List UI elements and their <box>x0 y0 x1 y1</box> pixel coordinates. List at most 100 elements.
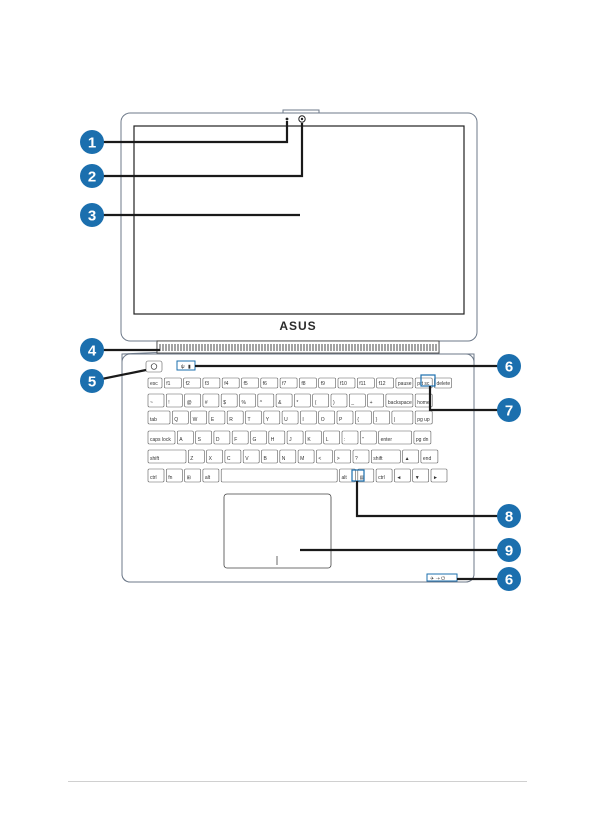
key-row6-7[interactable]: ctrl <box>376 469 392 482</box>
key-label: C <box>227 456 231 462</box>
key-row5-5[interactable]: B <box>262 450 278 463</box>
key-row4-9[interactable]: L <box>324 431 340 444</box>
key-row2-3[interactable]: # <box>203 394 219 407</box>
key-row3-6[interactable]: Y <box>264 411 280 424</box>
touchpad[interactable] <box>224 494 331 568</box>
key-row2-0[interactable]: ~ <box>148 394 164 407</box>
key-row2-11[interactable]: _ <box>349 394 365 407</box>
key-row4-8[interactable]: K <box>305 431 321 444</box>
key-row5-6[interactable]: N <box>280 450 296 463</box>
key-row3-13[interactable]: | <box>392 411 413 424</box>
key-row6-9[interactable]: ▼ <box>413 469 429 482</box>
key-row4-11[interactable]: " <box>360 431 376 444</box>
key-row3-8[interactable]: I <box>300 411 316 424</box>
key-row4-7[interactable]: J <box>287 431 303 444</box>
key-row1-13[interactable]: pause <box>396 378 413 388</box>
key-label: ▲ <box>405 456 410 462</box>
key-label: delete <box>437 381 451 387</box>
key-row4-10[interactable]: : <box>342 431 358 444</box>
key-label: f3 <box>205 381 209 387</box>
key-row4-13[interactable]: pg dn <box>414 431 431 444</box>
key-row5-0[interactable]: shift <box>148 450 186 463</box>
key-row2-7[interactable]: & <box>276 394 292 407</box>
key-row6-4[interactable] <box>221 469 337 482</box>
key-row2-12[interactable]: + <box>368 394 384 407</box>
key-row2-4[interactable]: $ <box>221 394 237 407</box>
key-row3-1[interactable]: Q <box>172 411 188 424</box>
key-row2-9[interactable]: ( <box>313 394 329 407</box>
key-row3-14[interactable]: pg up <box>415 411 432 424</box>
key-row4-3[interactable]: D <box>214 431 230 444</box>
key-row1-3[interactable]: f3 <box>203 378 220 388</box>
key-row1-12[interactable]: f12 <box>377 378 394 388</box>
key-row3-3[interactable]: E <box>209 411 225 424</box>
key-row4-4[interactable]: F <box>232 431 248 444</box>
key-row3-4[interactable]: R <box>227 411 243 424</box>
key-row3-7[interactable]: U <box>282 411 298 424</box>
key-row5-2[interactable]: X <box>207 450 223 463</box>
key-row1-10[interactable]: f10 <box>338 378 355 388</box>
key-label: enter <box>381 437 393 443</box>
key-row2-1[interactable]: ! <box>166 394 182 407</box>
key-row2-5[interactable]: % <box>240 394 256 407</box>
key-row1-1[interactable]: f1 <box>164 378 181 388</box>
key-row1-0[interactable]: esc <box>148 378 162 388</box>
key-row5-9[interactable]: > <box>335 450 351 463</box>
key-label: f2 <box>186 381 190 387</box>
key-row1-6[interactable]: f6 <box>261 378 278 388</box>
key-row4-6[interactable]: H <box>269 431 285 444</box>
key-row1-5[interactable]: f5 <box>242 378 259 388</box>
key-row6-2[interactable]: ⊞ <box>185 469 201 482</box>
key-label: f12 <box>379 381 386 387</box>
key-row1-4[interactable]: f4 <box>222 378 239 388</box>
key-row2-13[interactable]: backspace <box>386 394 413 407</box>
key-row5-1[interactable]: Z <box>188 450 204 463</box>
key-row6-0[interactable]: ctrl <box>148 469 164 482</box>
key-row6-3[interactable]: alt <box>203 469 219 482</box>
key-row6-8[interactable]: ◄ <box>394 469 410 482</box>
key-row6-1[interactable]: fn <box>166 469 182 482</box>
key-row5-10[interactable]: ? <box>353 450 369 463</box>
key-row6-6[interactable]: ▤ <box>358 469 374 482</box>
key-row3-5[interactable]: T <box>246 411 262 424</box>
key-row4-1[interactable]: A <box>177 431 193 444</box>
key-row1-8[interactable]: f8 <box>299 378 316 388</box>
key-label: ctrl <box>150 475 157 481</box>
key-row1-11[interactable]: f11 <box>357 378 374 388</box>
callout-number: 5 <box>88 374 96 391</box>
key-row6-10[interactable]: ► <box>431 469 447 482</box>
key-row5-3[interactable]: C <box>225 450 241 463</box>
key-row1-9[interactable]: f9 <box>319 378 336 388</box>
key-row5-7[interactable]: M <box>298 450 314 463</box>
key-row2-10[interactable]: ) <box>331 394 347 407</box>
callout-3: 3 <box>80 203 104 227</box>
key-row5-12[interactable]: ▲ <box>403 450 419 463</box>
key-label: f11 <box>359 381 366 387</box>
key-row5-8[interactable]: < <box>316 450 332 463</box>
key-row3-11[interactable]: { <box>355 411 371 424</box>
key-row3-10[interactable]: P <box>337 411 353 424</box>
callout-number: 2 <box>88 169 96 186</box>
key-row2-6[interactable]: ^ <box>258 394 274 407</box>
power-button[interactable] <box>146 361 162 372</box>
key-row2-8[interactable]: * <box>294 394 310 407</box>
key-row3-2[interactable]: W <box>191 411 207 424</box>
key-row1-2[interactable]: f2 <box>184 378 201 388</box>
key-row2-2[interactable]: @ <box>185 394 201 407</box>
key-row5-11[interactable]: shift <box>371 450 400 463</box>
key-row6-5[interactable]: alt <box>340 469 356 482</box>
key-row3-9[interactable]: O <box>319 411 335 424</box>
key-label: | <box>394 417 395 423</box>
key-row1-15[interactable]: delete <box>435 378 452 388</box>
key-label: N <box>282 456 286 462</box>
key-row3-12[interactable]: } <box>374 411 390 424</box>
key-row4-12[interactable]: enter <box>379 431 412 444</box>
key-row5-4[interactable]: V <box>243 450 259 463</box>
key-row4-5[interactable]: G <box>251 431 267 444</box>
key-row4-2[interactable]: S <box>196 431 212 444</box>
key-row3-0[interactable]: tab <box>148 411 170 424</box>
callout-4: 4 <box>80 338 104 362</box>
key-row4-0[interactable]: caps lock <box>148 431 175 444</box>
key-row1-7[interactable]: f7 <box>280 378 297 388</box>
key-row5-13[interactable]: end <box>421 450 438 463</box>
